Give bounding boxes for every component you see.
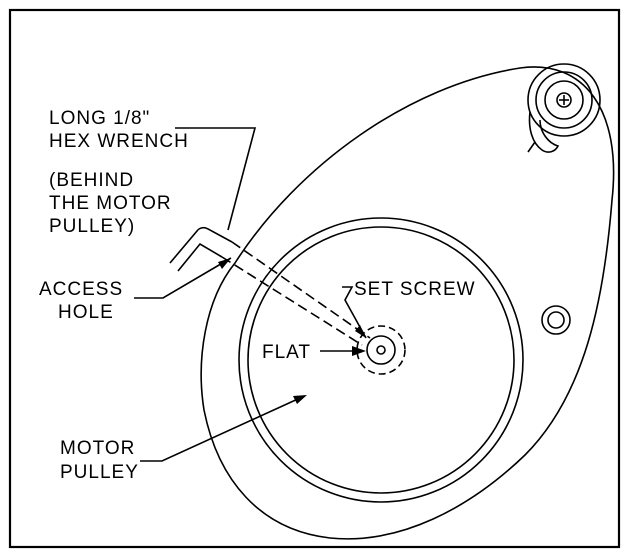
label-pulley-2: PULLEY (60, 462, 139, 483)
label-pulley-1: MOTOR (60, 438, 135, 459)
flat-arrowhead (352, 346, 366, 356)
label-access-1: ACCESS (39, 279, 123, 300)
shaft (356, 325, 406, 375)
motor-pulley (238, 217, 524, 503)
set-screw-leader (342, 286, 367, 339)
housing-outline (200, 66, 615, 540)
set-screw-arrowhead (355, 325, 366, 338)
label-set-screw: SET SCREW (354, 279, 476, 300)
hex-wrench (169, 226, 371, 346)
label-access-2: HOLE (58, 302, 114, 323)
label-behind-1: (BEHIND (49, 170, 134, 191)
access-arrowhead (218, 258, 231, 269)
access-hole-leader (134, 257, 232, 299)
mount-hole (541, 305, 571, 335)
label-wrench-1: LONG 1/8" (49, 108, 150, 129)
label-wrench-2: HEX WRENCH (49, 131, 189, 152)
pulley-leader (140, 397, 301, 462)
label-behind-3: PULLEY) (49, 216, 135, 237)
pulley-arrowhead (293, 395, 307, 404)
frame-border (8, 8, 621, 549)
label-behind-2: THE MOTOR (49, 193, 172, 214)
label-flat: FLAT (262, 342, 311, 363)
idler-pulley (527, 63, 601, 153)
wrench-leader (175, 127, 257, 231)
